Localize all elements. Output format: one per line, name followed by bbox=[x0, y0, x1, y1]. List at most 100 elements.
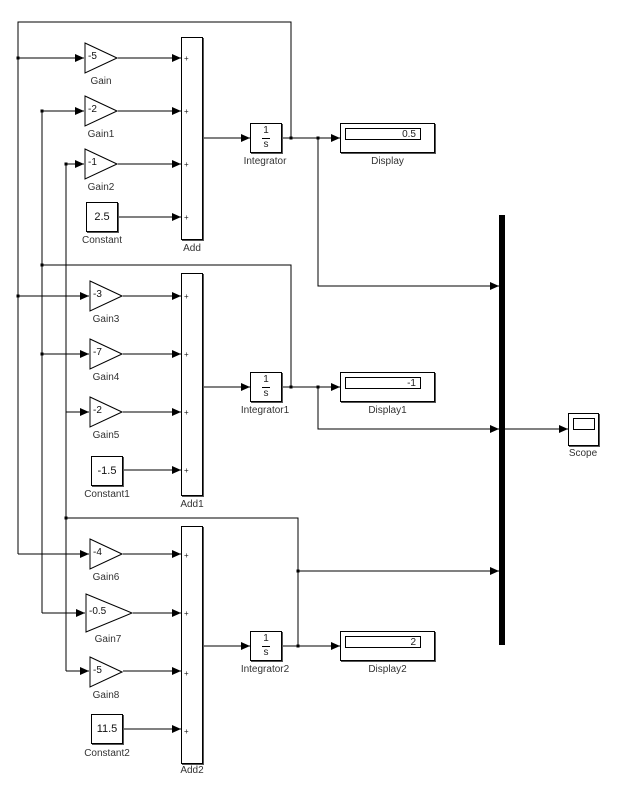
arrowhead bbox=[172, 609, 181, 617]
add-block[interactable]: + + + + bbox=[181, 37, 203, 240]
constant1-label: Constant1 bbox=[84, 489, 130, 500]
constant1-block[interactable]: -1.5 bbox=[91, 456, 123, 486]
add1-block[interactable]: + + + + bbox=[181, 273, 203, 496]
integrator-block[interactable]: 1 s bbox=[250, 123, 282, 153]
arrowhead bbox=[241, 642, 250, 650]
add1-port-sign: + bbox=[184, 466, 189, 475]
gain3-block[interactable] bbox=[89, 280, 123, 312]
signal-line bbox=[17, 21, 292, 138]
branch-point bbox=[40, 352, 44, 356]
branch-point bbox=[316, 385, 320, 389]
arrowhead bbox=[172, 466, 181, 474]
integrator1-label: Integrator1 bbox=[240, 405, 290, 416]
arrowhead bbox=[172, 160, 181, 168]
arrowhead bbox=[331, 642, 340, 650]
constant2-block[interactable]: 11.5 bbox=[91, 714, 123, 744]
integrator2-block[interactable]: 1 s bbox=[250, 631, 282, 661]
branch-point bbox=[296, 644, 300, 648]
integrator1-block[interactable]: 1 s bbox=[250, 372, 282, 402]
add-label: Add bbox=[183, 243, 201, 254]
add1-label: Add1 bbox=[180, 499, 204, 510]
arrowhead bbox=[172, 350, 181, 358]
signal-line bbox=[317, 138, 499, 287]
display-block[interactable]: 0.5 bbox=[340, 123, 435, 153]
gain5-label: Gain5 bbox=[92, 430, 120, 441]
fraction-bar bbox=[262, 387, 270, 388]
add-port-sign: + bbox=[184, 213, 189, 222]
gain6-block[interactable] bbox=[89, 538, 123, 570]
branch-point bbox=[64, 516, 68, 520]
gain-label: Gain bbox=[90, 76, 112, 87]
branch-point bbox=[289, 136, 293, 140]
display2-value: 2 bbox=[345, 636, 421, 648]
constant-label: Constant bbox=[81, 235, 123, 246]
integrator2-numerator: 1 bbox=[263, 633, 269, 644]
add-port-sign: + bbox=[184, 160, 189, 169]
branch-point bbox=[16, 294, 20, 298]
gain5-value: -2 bbox=[93, 405, 102, 416]
arrowhead bbox=[490, 282, 499, 290]
arrowhead bbox=[241, 383, 250, 391]
integrator1-denominator: s bbox=[263, 388, 269, 399]
arrowhead bbox=[172, 408, 181, 416]
arrowhead bbox=[80, 292, 89, 300]
gain4-block[interactable] bbox=[89, 338, 123, 370]
branch-point bbox=[316, 136, 320, 140]
integrator2-label: Integrator2 bbox=[240, 664, 290, 675]
gain3-label: Gain3 bbox=[92, 314, 120, 325]
gain-block[interactable] bbox=[84, 42, 118, 74]
arrowhead bbox=[331, 383, 340, 391]
arrowhead bbox=[80, 350, 89, 358]
arrowhead bbox=[241, 134, 250, 142]
add2-block[interactable]: + + + + bbox=[181, 526, 203, 764]
gain1-block[interactable] bbox=[84, 95, 118, 127]
gain-value: -5 bbox=[88, 51, 97, 62]
integrator2-denominator: s bbox=[263, 647, 269, 658]
integrator1-numerator: 1 bbox=[263, 374, 269, 385]
signal-line bbox=[42, 264, 292, 387]
gain7-value: -0.5 bbox=[89, 606, 107, 617]
gain1-value: -2 bbox=[88, 104, 97, 115]
scope-block[interactable] bbox=[568, 413, 599, 446]
add1-port-sign: + bbox=[184, 350, 189, 359]
gain7-block[interactable] bbox=[85, 593, 133, 633]
branch-point bbox=[296, 569, 300, 573]
display1-block[interactable]: -1 bbox=[340, 372, 435, 402]
add2-port-sign: + bbox=[184, 609, 189, 618]
arrowhead bbox=[172, 107, 181, 115]
arrowhead bbox=[80, 550, 89, 558]
add2-port-sign: + bbox=[184, 669, 189, 678]
fraction-bar bbox=[262, 646, 270, 647]
display2-label: Display2 bbox=[368, 664, 407, 675]
gain2-label: Gain2 bbox=[87, 182, 115, 193]
mux-block[interactable] bbox=[499, 215, 505, 645]
arrowhead bbox=[76, 609, 85, 617]
gain8-value: -5 bbox=[93, 665, 102, 676]
add2-port-sign: + bbox=[184, 551, 189, 560]
signal-line bbox=[317, 387, 499, 430]
gain3-value: -3 bbox=[93, 289, 102, 300]
gain8-block[interactable] bbox=[89, 656, 123, 688]
constant2-label: Constant2 bbox=[84, 748, 130, 759]
gain5-block[interactable] bbox=[89, 396, 123, 428]
scope-label: Scope bbox=[568, 448, 598, 459]
branch-point bbox=[64, 162, 68, 166]
arrowhead bbox=[75, 160, 84, 168]
branch-point bbox=[40, 263, 44, 267]
arrowhead bbox=[80, 667, 89, 675]
add-port-sign: + bbox=[184, 54, 189, 63]
arrowhead bbox=[172, 54, 181, 62]
display2-block[interactable]: 2 bbox=[340, 631, 435, 661]
gain6-value: -4 bbox=[93, 547, 102, 558]
constant-block[interactable]: 2.5 bbox=[86, 202, 118, 232]
add2-label: Add2 bbox=[180, 765, 204, 776]
fraction-bar bbox=[262, 138, 270, 139]
branch-point bbox=[16, 56, 20, 60]
branch-point bbox=[289, 385, 293, 389]
gain8-label: Gain8 bbox=[92, 690, 120, 701]
gain2-block[interactable] bbox=[84, 148, 118, 180]
arrowhead bbox=[75, 107, 84, 115]
arrowhead bbox=[172, 725, 181, 733]
